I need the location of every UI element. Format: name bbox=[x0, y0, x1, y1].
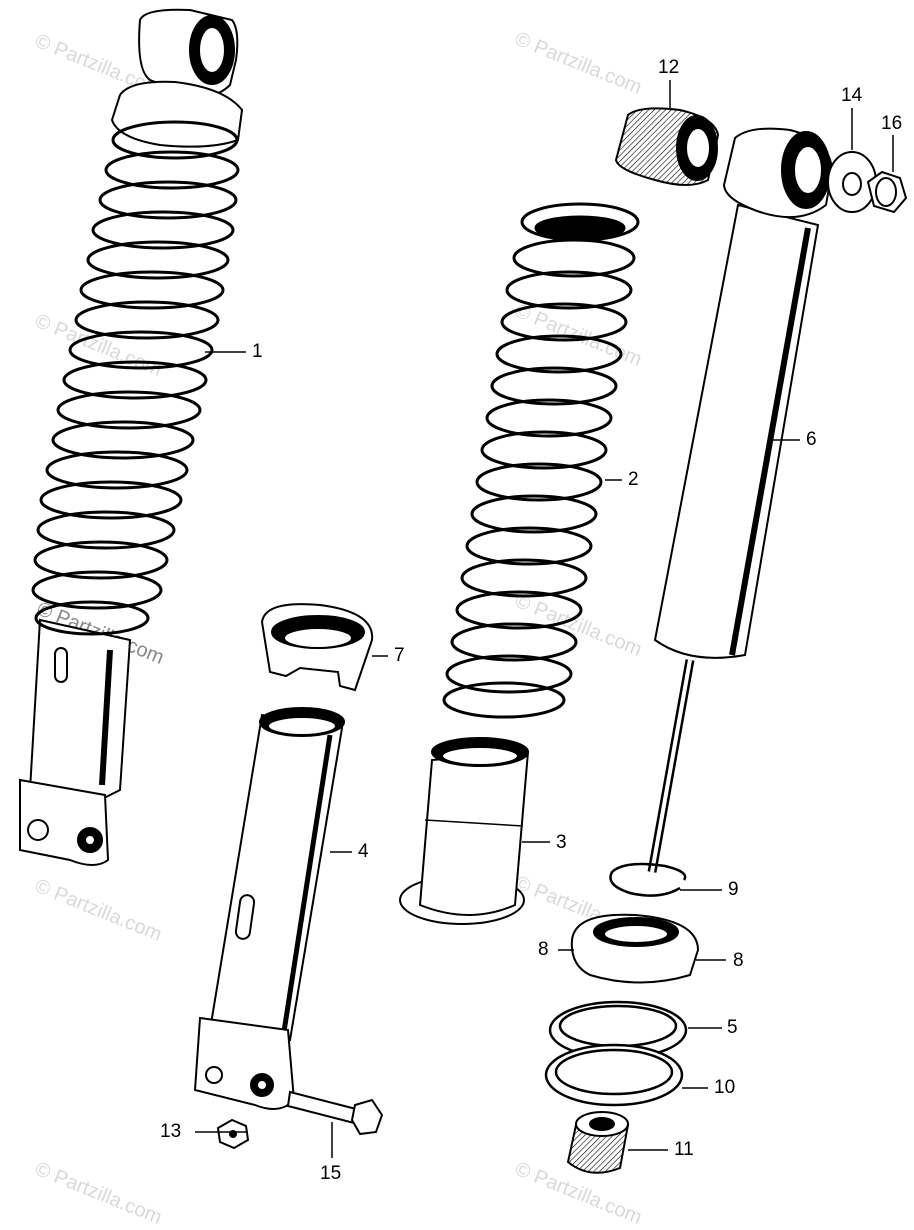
part-2-spring bbox=[442, 202, 640, 719]
callout-2: 2 bbox=[628, 469, 639, 490]
part-1-shock-absorber-assembly bbox=[19, 8, 244, 866]
part-11-rubber-bushing bbox=[566, 1111, 630, 1174]
part-5-washer bbox=[548, 1000, 688, 1060]
part-6-damper-unit bbox=[647, 127, 834, 873]
callout-4: 4 bbox=[358, 841, 369, 862]
part-15-bolt bbox=[286, 1090, 384, 1136]
callout-13: 13 bbox=[160, 1121, 182, 1142]
part-1-spring-coils bbox=[31, 120, 240, 636]
callout-1: 1 bbox=[252, 341, 263, 362]
part-4-lower-tube bbox=[193, 707, 345, 1110]
callout-7: 7 bbox=[394, 645, 405, 666]
callout-8-right: 8 bbox=[733, 950, 744, 971]
callout-14: 14 bbox=[841, 85, 863, 106]
callout-5: 5 bbox=[727, 1017, 738, 1038]
callout-10: 10 bbox=[714, 1077, 736, 1098]
leader-lines bbox=[195, 80, 894, 1158]
callout-8-left: 8 bbox=[538, 939, 549, 960]
part-16-cap-nut bbox=[866, 170, 908, 214]
part-9-circlip bbox=[609, 862, 687, 897]
part-7-stopper-cap bbox=[260, 603, 374, 692]
callout-11: 11 bbox=[674, 1139, 694, 1160]
part-14-washer bbox=[827, 151, 877, 213]
callout-15: 15 bbox=[320, 1163, 342, 1184]
part-3-spring-seat bbox=[399, 737, 530, 925]
callout-6: 6 bbox=[806, 429, 817, 450]
callout-9: 9 bbox=[728, 879, 739, 900]
part-12-bushing bbox=[614, 107, 720, 186]
callout-16: 16 bbox=[881, 113, 903, 134]
part-8-spring-collar bbox=[570, 913, 700, 984]
callout-12: 12 bbox=[658, 57, 680, 78]
callout-3: 3 bbox=[556, 832, 567, 853]
part-10-washer bbox=[544, 1043, 684, 1107]
exploded-parts-diagram bbox=[19, 8, 908, 1174]
